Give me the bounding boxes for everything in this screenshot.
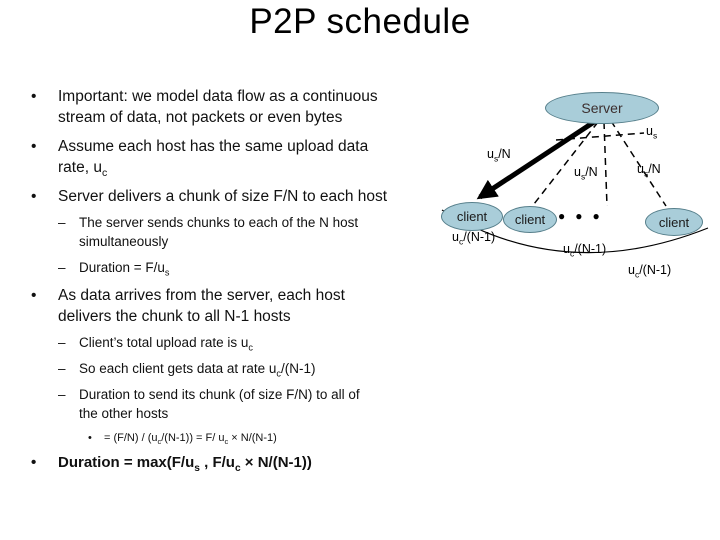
formula-text: = (F/N) / (uc/(N-1)) = F/ uc × N/(N-1) [104, 431, 277, 447]
bullet-marker: • [88, 431, 92, 444]
server-to-middle-dashed-line [603, 121, 608, 207]
bullet-server-chunk: • Server delivers a chunk of size F/N to… [28, 186, 436, 207]
slide-title: P2P schedule [249, 2, 471, 41]
bullet-marker: • [31, 88, 37, 105]
clients-arc [441, 209, 709, 254]
us-dashed-line [555, 132, 645, 141]
server-node: Server [545, 92, 659, 124]
subbullet-text: Duration to send its chunk (of size F/N)… [79, 387, 360, 421]
client-label: client [456, 209, 488, 224]
subbullet-server-sends-chunks: – The server sends chunks to each of the… [58, 214, 436, 252]
subbullet-text: The server sends chunks to each of the N… [79, 214, 359, 249]
subbullet-text: Client’s total upload rate is uc [79, 335, 253, 353]
label-uc-over-n1-1: uc/(N-1) [452, 230, 496, 247]
subsubbullet-formula: • = (F/N) / (uc/(N-1)) = F/ uc × N/(N-1) [88, 431, 436, 446]
subbullet-duration-send-chunk: – Duration to send its chunk (of size F/… [58, 386, 436, 424]
bullet-text: Important: we model data flow as a conti… [58, 88, 378, 127]
server-to-client2-dashed-line [533, 121, 599, 205]
label-uc-over-n1-2: uc/(N-1) [563, 242, 607, 259]
server-to-client1-arrow [476, 119, 596, 200]
bullet-text: Duration = max(F/us , F/uc × N/(N-1)) [58, 453, 312, 474]
client-node-1: client [441, 202, 503, 231]
bullet-marker: • [31, 137, 37, 155]
subbullet-text: Duration = F/us [79, 259, 170, 278]
dash-marker: – [58, 361, 66, 377]
label-us: us [646, 124, 658, 141]
bullet-marker: • [31, 187, 37, 205]
label-us-over-n-1: us/N [487, 147, 511, 164]
server-label: Server [581, 100, 623, 116]
label-us-over-n-3: us/N [637, 162, 661, 179]
server-to-client3-dashed-line [610, 120, 667, 207]
dash-marker: – [58, 335, 66, 351]
ellipsis-dots: ●●● [558, 209, 610, 223]
label-uc-over-n1-3: uc/(N-1) [628, 263, 672, 280]
bullet-model-data-flow: • Important: we model data flow as a con… [28, 86, 436, 129]
subbullet-client-rate-n1: – So each client gets data at rate uc/(N… [58, 360, 436, 379]
client-node-2: client [503, 206, 557, 233]
bullet-data-arrives: • As data arrives from the server, each … [28, 285, 436, 328]
client-label: client [514, 212, 546, 227]
bullet-list: • Important: we model data flow as a con… [28, 86, 436, 480]
client-label: client [658, 214, 690, 230]
dash-marker: – [58, 259, 66, 275]
bullet-duration-max: • Duration = max(F/us , F/uc × N/(N-1)) [28, 453, 436, 474]
dash-marker: – [58, 387, 66, 403]
bullet-text: Server delivers a chunk of size F/N to e… [58, 187, 388, 205]
dash-marker: – [58, 214, 66, 230]
subbullet-duration-fus: – Duration = F/us [58, 259, 436, 278]
bullet-text: As data arrives from the server, each ho… [58, 286, 345, 325]
bullet-same-upload-rate: • Assume each host has the same upload d… [28, 136, 436, 179]
label-us-over-n-2: us/N [574, 165, 598, 182]
bullet-marker: • [31, 286, 37, 304]
bullet-marker: • [31, 453, 37, 471]
subbullet-client-upload-rate: – Client’s total upload rate is uc [58, 334, 436, 353]
client-node-3: client [645, 208, 703, 236]
bullet-text: Assume each host has the same upload dat… [58, 137, 369, 180]
subbullet-text: So each client gets data at rate uc/(N-1… [79, 361, 316, 379]
